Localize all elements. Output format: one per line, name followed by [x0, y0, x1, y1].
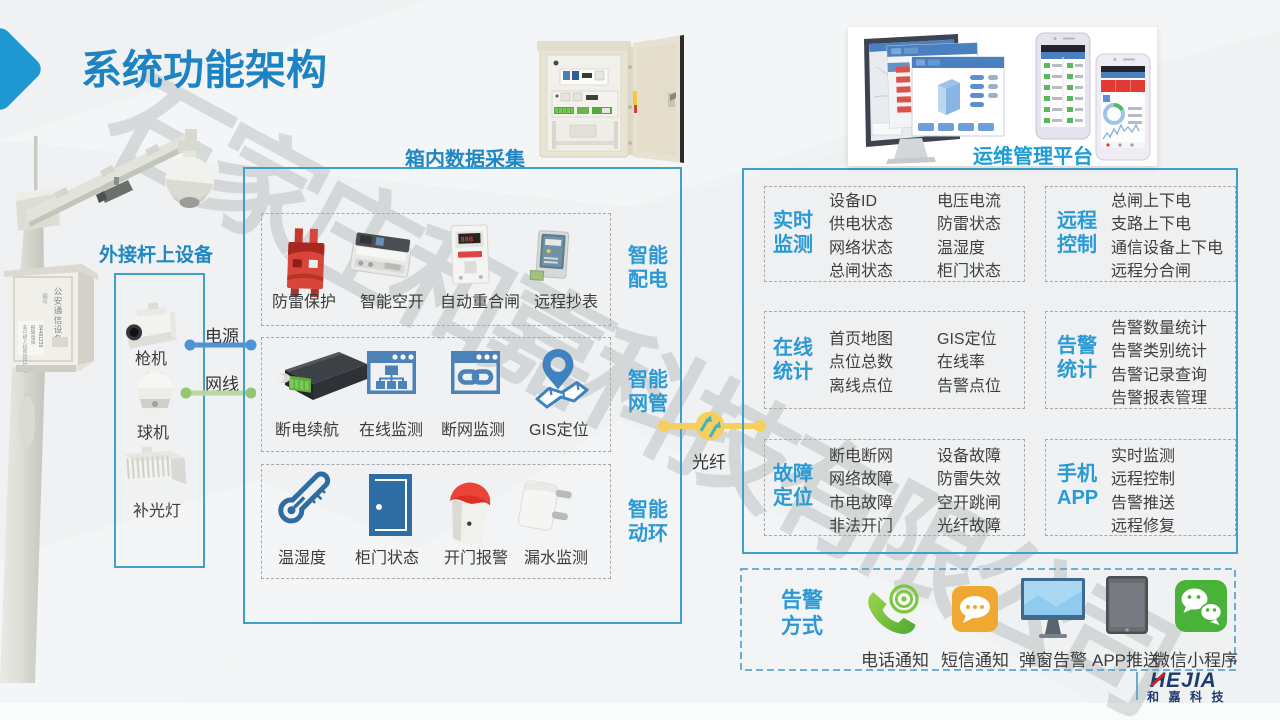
svg-text:报障电话:: 报障电话: [30, 324, 35, 345]
svg-text:HEJIA: HEJIA [1150, 669, 1217, 692]
svg-text:公安通信设备: 公安通信设备 [53, 287, 63, 344]
svg-text:888: 888 [460, 236, 473, 244]
svg-text:84481239: 84481239 [37, 325, 43, 347]
svg-text:编号: 编号 [41, 292, 48, 306]
svg-text:非已经入机房运行区域: 非已经入机房运行区域 [22, 324, 27, 373]
